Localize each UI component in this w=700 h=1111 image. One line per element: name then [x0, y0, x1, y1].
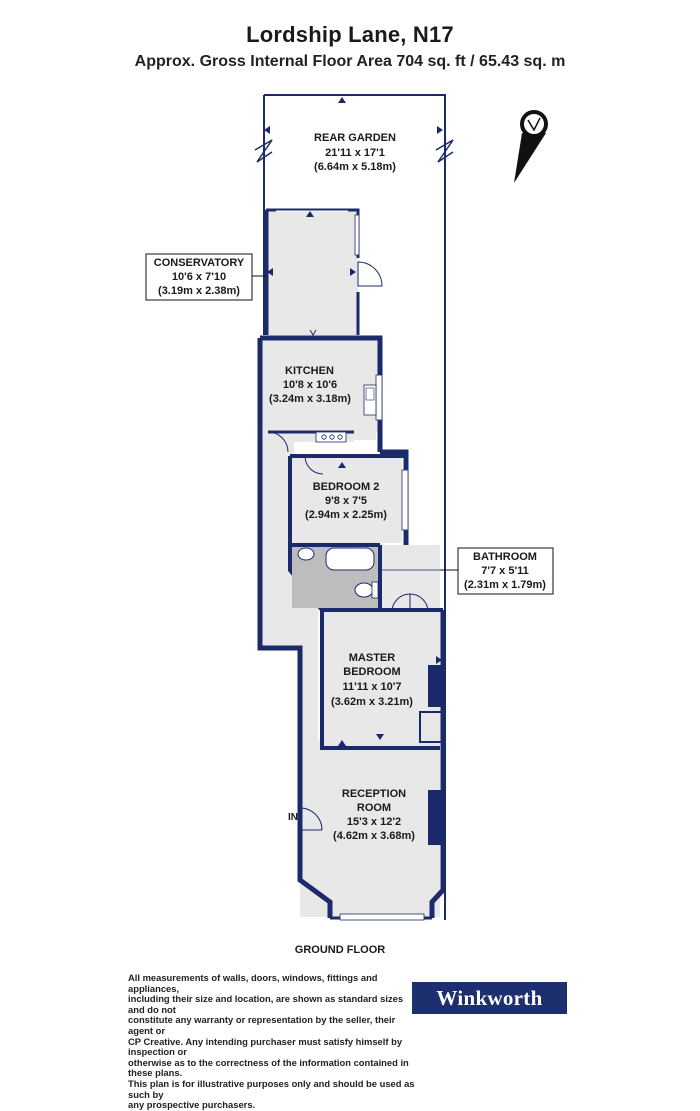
rear-garden-metric: (6.64m x 5.18m) [314, 161, 396, 173]
kitchen-imperial: 10'8 x 10'6 [283, 379, 337, 391]
conservatory-imperial: 10'6 x 7'10 [172, 271, 226, 283]
bathroom-imperial: 7'7 x 5'11 [481, 565, 528, 577]
rear-garden-label: REAR GARDEN [314, 132, 396, 144]
main-building [257, 335, 446, 921]
conservatory-label: CONSERVATORY [154, 257, 245, 269]
disclaimer-line: CP Creative. Any intending purchaser mus… [128, 1035, 403, 1058]
rear-garden-imperial: 21'11 x 17'1 [325, 147, 385, 159]
kitchen-label: KITCHEN [285, 365, 334, 377]
compass-icon [514, 110, 548, 183]
conservatory-metric: (3.19m x 2.38m) [158, 285, 240, 297]
disclaimer-line: otherwise as to the correctness of the i… [128, 1056, 409, 1079]
bathroom-metric: (2.31m x 1.79m) [464, 579, 546, 591]
disclaimer-line: All measurements of walls, doors, window… [128, 972, 378, 994]
reception-metric: (4.62m x 3.68m) [333, 830, 415, 842]
master-bedroom-imperial: 11'11 x 10'7 [342, 681, 401, 693]
disclaimer: All measurements of walls, doors, window… [128, 972, 418, 1111]
reception-label-2: ROOM [357, 802, 391, 814]
bedroom2-metric: (2.94m x 2.25m) [305, 509, 387, 521]
kitchen-metric: (3.24m x 3.18m) [269, 393, 351, 405]
reception-imperial: 15'3 x 12'2 [347, 816, 401, 828]
bedroom2-label: BEDROOM 2 [313, 481, 380, 493]
master-bedroom-metric: (3.62m x 3.21m) [331, 696, 413, 708]
bedroom2-imperial: 9'8 x 7'5 [325, 495, 367, 507]
bathroom-callout-box [457, 547, 554, 595]
conservatory-callout-box [145, 253, 253, 301]
page-title: Lordship Lane, N17 [246, 22, 454, 47]
reception-label-1: RECEPTION [342, 788, 406, 800]
bathroom-label: BATHROOM [473, 551, 537, 563]
disclaimer-line: constitute any warranty or representatio… [128, 1014, 396, 1036]
master-bedroom-label-1: MASTER [349, 652, 396, 664]
floor-area-subtitle: Approx. Gross Internal Floor Area 704 sq… [134, 53, 566, 70]
master-bedroom-label-2: BEDROOM [343, 666, 400, 678]
conservatory-area [263, 208, 383, 336]
disclaimer-line: any prospective purchasers. [128, 1099, 256, 1111]
floor-plan: REAR GARDEN 21'11 x 17'1 (6.64m x 5.18m)… [145, 94, 554, 921]
floor-label: GROUND FLOOR [294, 944, 386, 956]
entrance-label: IN [288, 812, 298, 823]
agency-logo: Winkworth [412, 982, 567, 1014]
disclaimer-line: including their size and location, are s… [128, 993, 404, 1015]
disclaimer-line: This plan is for illustrative purposes o… [128, 1077, 415, 1100]
